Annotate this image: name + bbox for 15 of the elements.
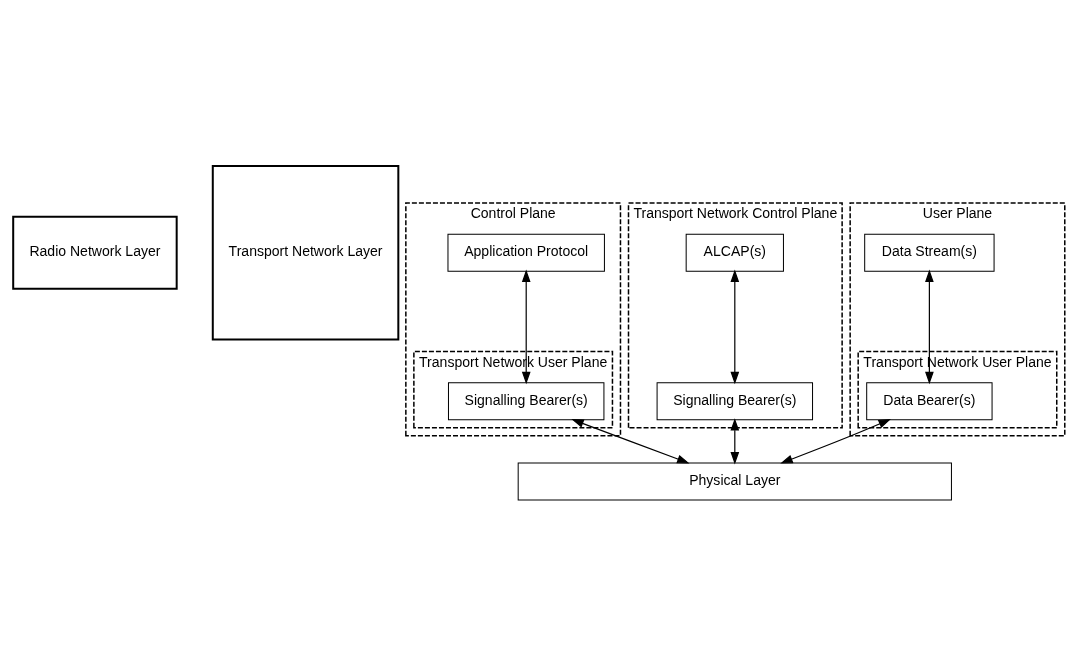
arrow	[521, 269, 531, 385]
node-box: Transport Network Layer	[211, 165, 400, 341]
node-box: ALCAP(s)	[685, 233, 784, 272]
node-box: Data Stream(s)	[864, 233, 995, 272]
arrow	[730, 418, 740, 465]
arrow	[571, 419, 690, 464]
node-box: Physical Layer	[517, 462, 952, 501]
arrow	[780, 419, 891, 464]
node-box: Application Protocol	[447, 233, 605, 272]
node-box: Signalling Bearer(s)	[447, 382, 605, 421]
arrow	[730, 269, 740, 385]
arrow	[925, 269, 934, 385]
node-box: Radio Network Layer	[12, 215, 178, 290]
node-box: Signalling Bearer(s)	[656, 382, 814, 421]
node-box: Data Bearer(s)	[866, 382, 993, 421]
